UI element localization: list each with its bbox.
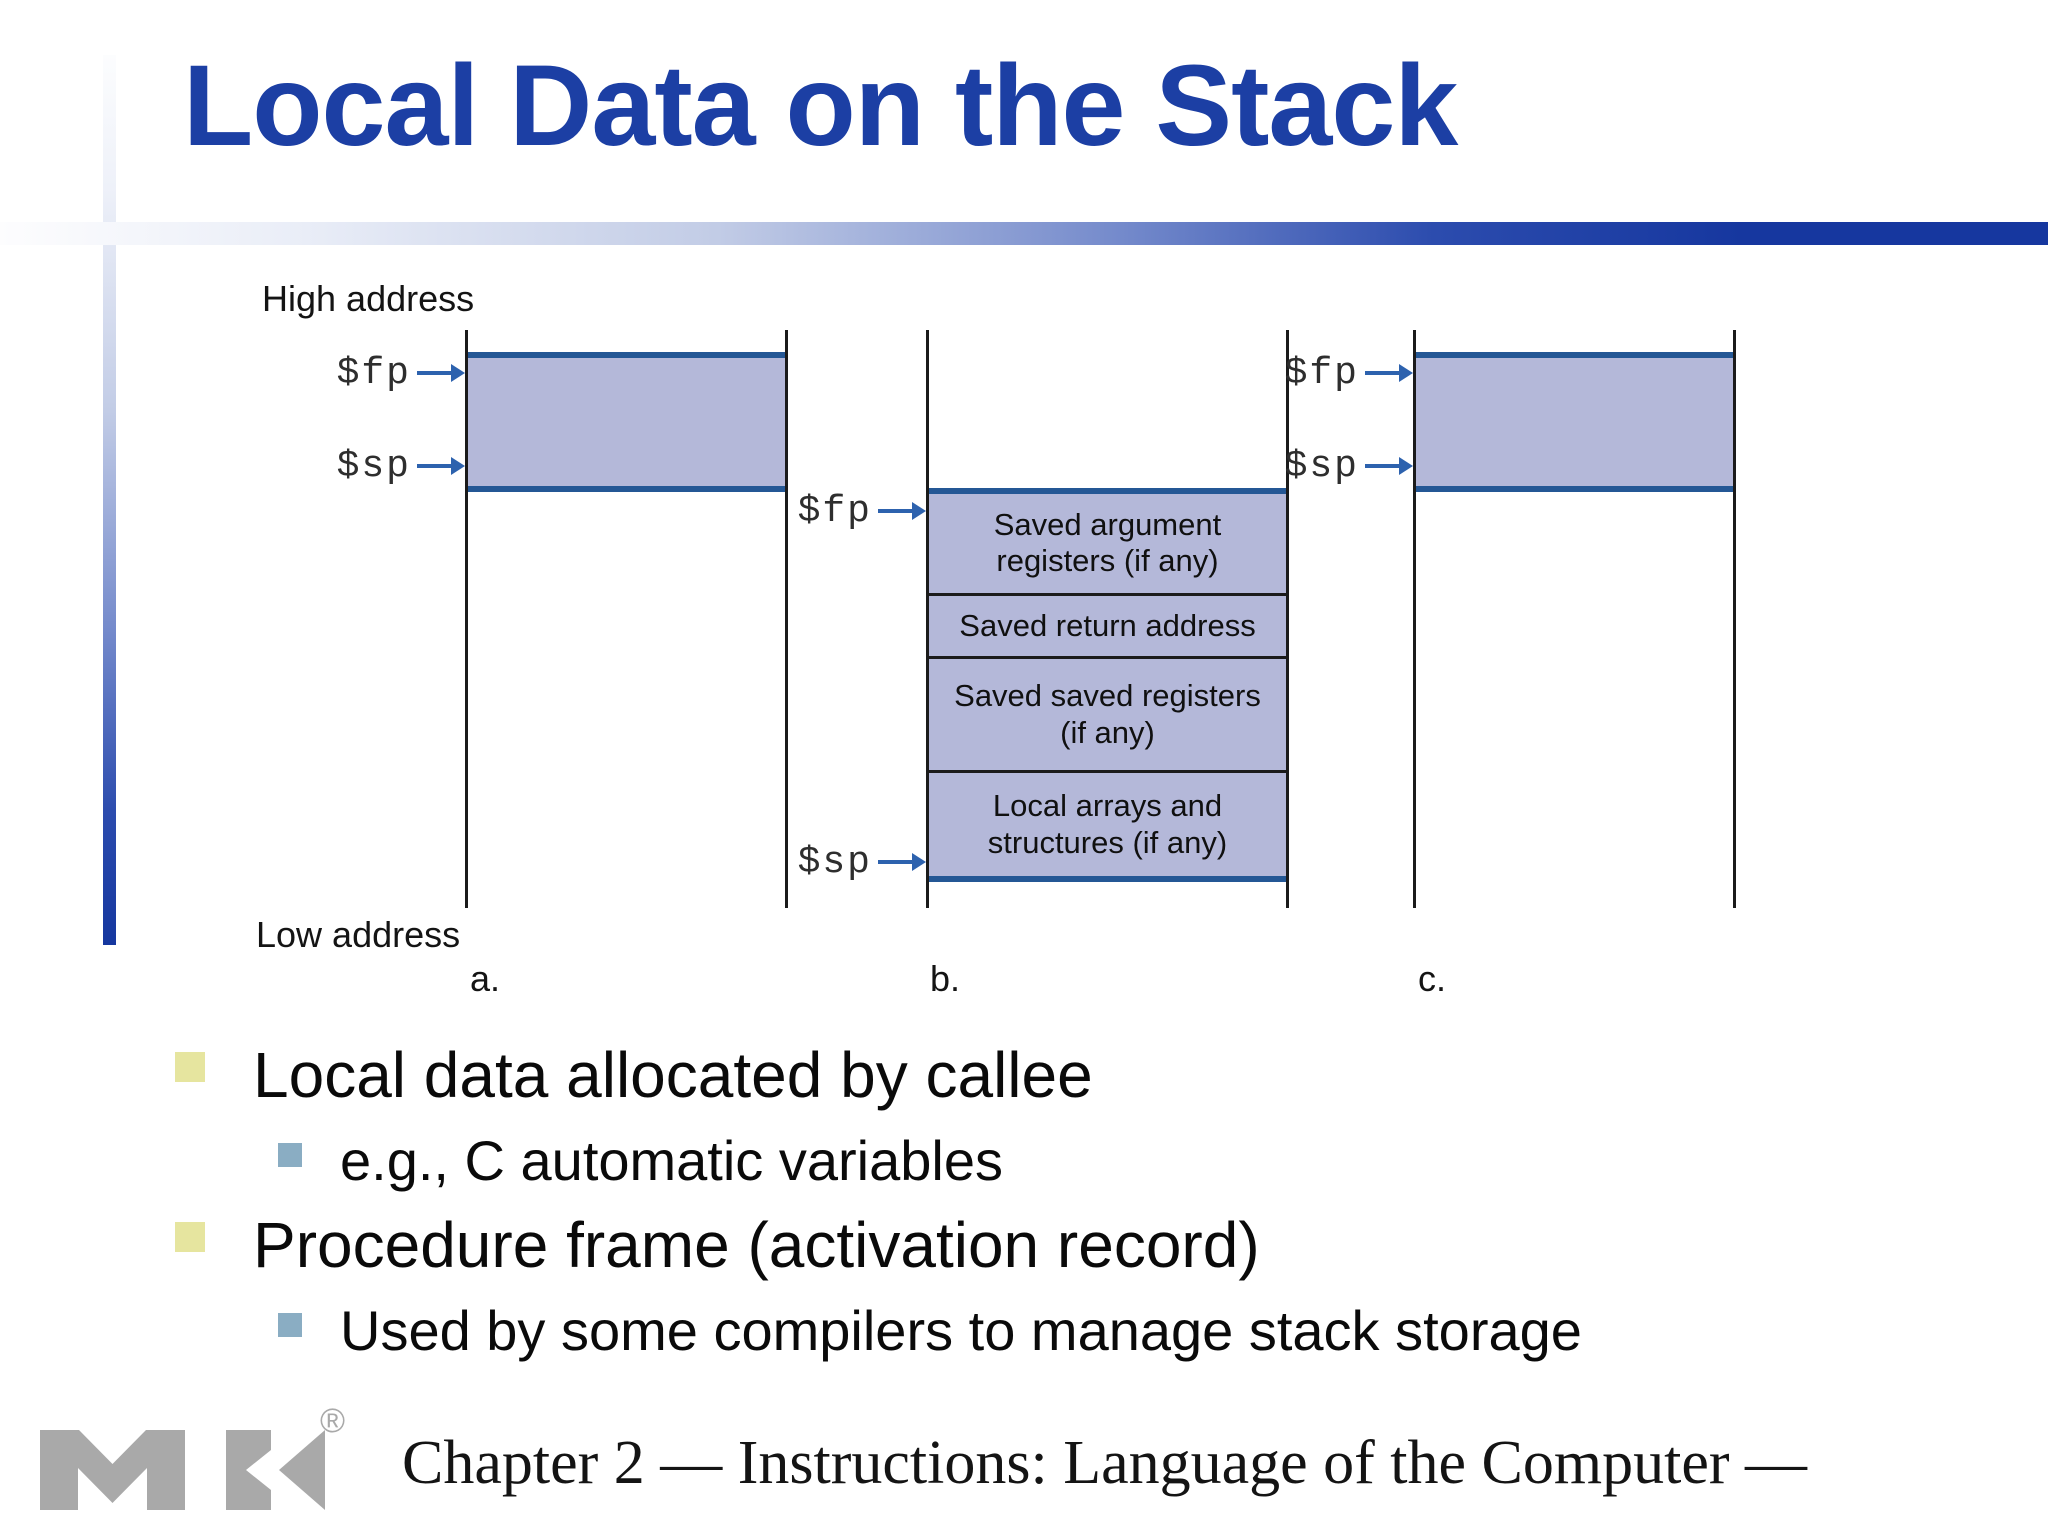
arrow-right-icon (1365, 457, 1413, 475)
sp-register-label: $sp (797, 840, 872, 884)
fp-register-label: $fp (1284, 351, 1359, 395)
fp-register-label: $fp (336, 351, 411, 395)
stack-b-left-line (926, 330, 929, 908)
fp-pointer-a: $fp (275, 351, 465, 395)
fp-register-label: $fp (797, 489, 872, 533)
subfigure-label-c: c. (1418, 958, 1447, 999)
list-item: Local data allocated by callee (175, 1039, 1093, 1112)
title-underline-bar (0, 222, 2048, 245)
stack-diagram: High address Low address Saved argument … (256, 278, 1736, 999)
procedure-frame-box: Saved argument registers (if any) Saved … (929, 488, 1286, 882)
frame-segment-local-arrays: Local arrays and structures (if any) (929, 770, 1286, 876)
frame-segment-saved-argument-registers: Saved argument registers (if any) (929, 494, 1286, 593)
arrow-right-icon (878, 853, 926, 871)
arrow-right-icon (1365, 364, 1413, 382)
sp-pointer-b: $sp (736, 840, 926, 884)
frame-segment-label: Local arrays and structures (if any) (987, 788, 1228, 860)
bullet-square-icon (175, 1222, 205, 1252)
arrow-right-icon (878, 502, 926, 520)
frame-segment-label: Saved return address (959, 607, 1256, 643)
list-item: Used by some compilers to manage stack s… (278, 1299, 1582, 1363)
subfigure-label-b: b. (930, 958, 961, 999)
stack-frame-band-a (468, 352, 785, 492)
stack-c-left-line (1413, 330, 1416, 908)
fp-pointer-c: $fp (1223, 351, 1413, 395)
footer-caption: Chapter 2 — Instructions: Language of th… (402, 1429, 1808, 1497)
sp-register-label: $sp (1284, 444, 1359, 488)
sp-pointer-c: $sp (1223, 444, 1413, 488)
stack-frame-band-c (1416, 352, 1733, 492)
frame-segment-label: Saved saved registers (if any) (954, 678, 1261, 750)
page-title: Local Data on the Stack (183, 42, 1458, 170)
low-address-label: Low address (256, 914, 461, 955)
frame-segment-saved-saved-registers: Saved saved registers (if any) (929, 656, 1286, 770)
bullet-square-icon (175, 1052, 205, 1082)
frame-segment-saved-return-address: Saved return address (929, 592, 1286, 657)
stack-c-right-line (1733, 330, 1736, 908)
mk-logo-icon: ® (40, 1402, 345, 1510)
arrow-right-icon (417, 457, 465, 475)
bullet-square-icon (278, 1313, 302, 1337)
arrow-right-icon (417, 364, 465, 382)
sp-pointer-a: $sp (275, 444, 465, 488)
stack-b-right-line (1286, 330, 1289, 908)
stack-a-right-line (785, 330, 788, 908)
mk-logo: ® (40, 1402, 370, 1521)
left-accent-bar (103, 55, 116, 945)
bullet-text: e.g., C automatic variables (340, 1129, 1003, 1192)
bullet-text: Local data allocated by callee (253, 1039, 1093, 1111)
list-item: Procedure frame (activation record) (175, 1209, 1260, 1282)
stack-a-left-line (465, 330, 468, 908)
bullet-text: Procedure frame (activation record) (253, 1209, 1260, 1281)
registered-trademark-icon: ® (320, 1406, 345, 1440)
list-item: e.g., C automatic variables (278, 1129, 1003, 1193)
high-address-label: High address (262, 278, 475, 319)
subfigure-label-a: a. (470, 958, 501, 999)
frame-segment-label: Saved argument registers (if any) (993, 506, 1222, 579)
sp-register-label: $sp (336, 444, 411, 488)
fp-pointer-b: $fp (736, 489, 926, 533)
bullet-text: Used by some compilers to manage stack s… (340, 1299, 1582, 1362)
bullet-square-icon (278, 1143, 302, 1167)
